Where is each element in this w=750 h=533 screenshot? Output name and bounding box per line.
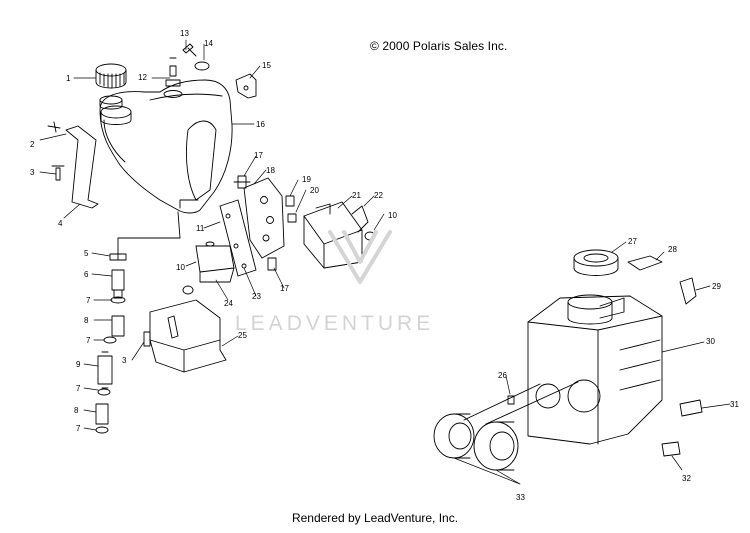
- fuel-cap: [95, 63, 127, 110]
- callout-4: 4: [58, 219, 63, 228]
- callout-11: 11: [196, 224, 205, 233]
- callout-16: 16: [256, 120, 265, 129]
- fuel-line-parts: [95, 253, 127, 434]
- leader-lines: [39, 39, 731, 485]
- hardware-bolts: [233, 175, 297, 271]
- callout-7: 7: [76, 424, 81, 433]
- callout-29: 29: [712, 282, 721, 291]
- fuel-pump: [182, 241, 235, 295]
- watermark-text: LEADVENTURE: [235, 312, 435, 335]
- callout-1: 1: [66, 74, 71, 83]
- copyright-notice: © 2000 Polaris Sales Inc.: [370, 39, 508, 53]
- callout-24: 24: [224, 299, 233, 308]
- lower-bracket: [143, 299, 227, 373]
- watermark-logo: [328, 230, 392, 284]
- callout-17: 17: [280, 284, 289, 293]
- callout-26: 26: [498, 371, 507, 380]
- callout-33: 33: [516, 493, 525, 502]
- callout-22: 22: [374, 191, 383, 200]
- callout-20: 20: [310, 186, 319, 195]
- pump-mount-bracket: [219, 177, 285, 277]
- callout-30: 30: [706, 337, 715, 346]
- callout-10: 10: [388, 211, 397, 220]
- callout-27: 27: [628, 237, 637, 246]
- callout-32: 32: [682, 474, 691, 483]
- callout-28: 28: [668, 245, 677, 254]
- air-box: [527, 294, 663, 445]
- airbox-screw: [507, 395, 515, 405]
- air-filter: [573, 249, 619, 276]
- callout-8: 8: [84, 316, 89, 325]
- callout-25: 25: [238, 331, 247, 340]
- callout-9: 9: [76, 360, 81, 369]
- vent-fitting: [163, 43, 257, 99]
- callout-21: 21: [352, 191, 361, 200]
- callout-8: 8: [74, 406, 79, 415]
- callout-labels: 1 2 3 4 5 6 7 8 7 9 7 8 7 3 10 10 11 12 …: [30, 29, 739, 502]
- callout-31: 31: [730, 400, 739, 409]
- fuel-line: [117, 211, 181, 261]
- callout-7: 7: [86, 336, 91, 345]
- callout-15: 15: [262, 61, 271, 70]
- footer-credit: Rendered by LeadVenture, Inc.: [291, 511, 459, 525]
- callout-10: 10: [176, 263, 185, 272]
- tank-bracket: [47, 121, 99, 209]
- callout-5: 5: [84, 249, 89, 258]
- callout-23: 23: [252, 292, 261, 301]
- callout-2: 2: [30, 140, 35, 149]
- callout-19: 19: [302, 175, 311, 184]
- decals: [627, 255, 703, 457]
- callout-13: 13: [180, 29, 189, 38]
- callout-18: 18: [266, 166, 275, 175]
- callout-14: 14: [204, 39, 213, 48]
- callout-3: 3: [122, 356, 127, 365]
- intake-boots: [433, 381, 579, 471]
- callout-6: 6: [84, 270, 89, 279]
- callout-3: 3: [30, 168, 35, 177]
- fuel-tank: [99, 79, 233, 214]
- callout-7: 7: [86, 296, 91, 305]
- electrical-module: [303, 201, 376, 269]
- callout-12: 12: [138, 73, 147, 82]
- callout-17: 17: [254, 151, 263, 160]
- callout-7: 7: [76, 384, 81, 393]
